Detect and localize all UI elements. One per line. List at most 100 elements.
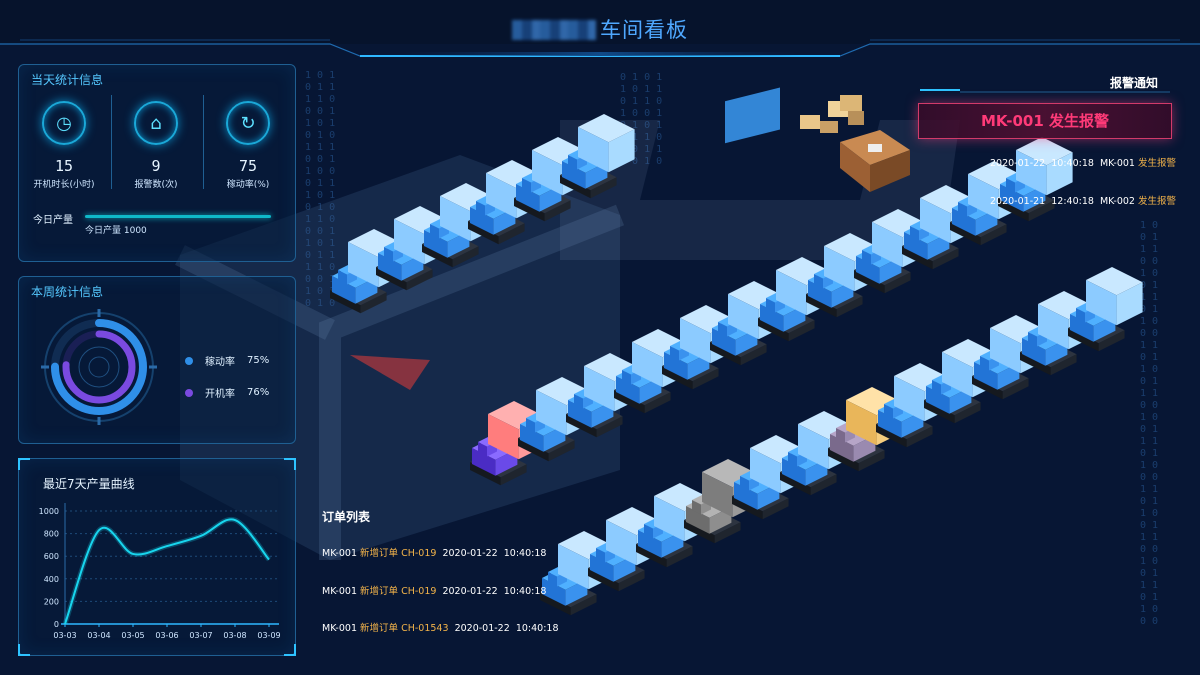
machine-body-side	[520, 424, 544, 452]
material-block-side	[536, 390, 567, 436]
machine-base-side	[518, 438, 549, 462]
week-stats-panel: 本周统计信息 稼动率 75% 开机率 76%	[18, 276, 296, 444]
binary-rain-mid: 0 1 0 1 1 0 1 1 0 1 1 0 1 0 0 1 0 1 0 1 …	[620, 72, 663, 167]
machine-base-side	[662, 366, 693, 390]
alarm-date: 2020-01-21	[990, 196, 1046, 207]
machine-head-side	[718, 322, 727, 337]
material-block-side	[488, 414, 519, 460]
production-label: 今日产量	[33, 215, 73, 226]
legend-utilization-value: 75%	[247, 355, 270, 366]
machine-base-side	[566, 414, 597, 438]
machine-base-front	[954, 402, 981, 424]
machine-base-side	[780, 472, 811, 496]
machine-head-side	[788, 452, 797, 467]
machine-base-front	[1002, 378, 1029, 400]
material-block-side	[1086, 280, 1117, 326]
order-machine: MK-001	[322, 548, 357, 559]
machine-base-side	[758, 318, 789, 342]
machine-base-side	[636, 544, 667, 568]
machine-body-side	[926, 386, 950, 414]
y-tick-label: 200	[44, 597, 59, 606]
panel-corner	[284, 458, 296, 470]
material-block-side	[776, 270, 807, 316]
stat-uptime-label: 开机时长(小时)	[33, 180, 95, 190]
machine-base-side	[684, 520, 715, 544]
machine-base-front	[644, 392, 671, 414]
machine-base-side	[514, 198, 545, 222]
machine-base-side	[710, 342, 741, 366]
machine-body-side	[378, 253, 402, 281]
week-ring-chart	[41, 309, 157, 425]
alarm-row[interactable]: 2020-01-21 12:40:18 MK-002 发生报警	[990, 193, 1176, 207]
machine-base-side	[1020, 352, 1051, 376]
material-block-side	[394, 219, 425, 265]
x-tick-label: 03-07	[189, 631, 212, 640]
machine-base-front	[570, 594, 597, 616]
alarm-row[interactable]: 2020-01-22 10:40:18 MK-001 发生报警	[990, 155, 1176, 169]
material-block-top	[1086, 267, 1143, 296]
alarm-time: 12:40:18	[1051, 196, 1094, 207]
machine-base-front	[714, 522, 741, 544]
machine-body-side	[568, 400, 592, 428]
binary-rain-right: 1 0 0 1 1 1 0 0 1 0 0 1 1 1 0 1 1 0 0 0 …	[1140, 220, 1159, 627]
material-block-side	[680, 318, 711, 364]
machine-base-front	[932, 248, 959, 270]
order-machine: MK-001	[322, 586, 357, 597]
machine-body-side	[590, 554, 614, 582]
material-block-side	[824, 246, 855, 292]
material-block-side	[750, 448, 781, 494]
machine-base-front	[618, 570, 645, 592]
order-row[interactable]: MK-001 新增订单 CH-019 2020-01-22 10:40:18	[322, 583, 546, 597]
machine-head-side	[430, 224, 439, 239]
uptime-ring	[62, 330, 136, 404]
machine-base-front	[1098, 330, 1125, 352]
material-block-front	[1116, 282, 1143, 326]
order-row[interactable]: MK-001 新增订单 CH-019 2020-01-22 10:40:18	[322, 545, 546, 559]
machine-body-side	[830, 434, 854, 462]
divider	[111, 95, 112, 189]
utilization-ring	[51, 319, 147, 415]
machine-body-side	[904, 232, 928, 260]
machine-base-front	[1050, 354, 1077, 376]
material-block-side	[632, 342, 663, 388]
machine-head-side	[932, 380, 941, 395]
machine-head-side	[568, 155, 577, 170]
material-block-side	[348, 242, 379, 288]
divider	[203, 95, 204, 189]
y-tick-label: 0	[54, 620, 59, 629]
machine-base-side	[972, 376, 1003, 400]
machine-base-side	[902, 246, 933, 270]
machine-head-side	[1028, 332, 1037, 347]
machine-head-side	[1006, 178, 1015, 193]
alarm-highlight-banner[interactable]: MK-001 发生报警	[918, 103, 1172, 139]
machine-body-side	[734, 482, 758, 510]
machine-base-side	[540, 592, 571, 616]
material-block-side	[968, 174, 999, 220]
production-value: 今日产量 1000	[85, 226, 147, 236]
machine-head-side	[814, 274, 823, 289]
machine-head-side	[884, 404, 893, 419]
machine-body-side	[470, 207, 494, 235]
machine-base-front	[452, 246, 479, 268]
refresh-icon: ↻	[226, 101, 270, 145]
binary-rain-left: 1 0 1 0 1 1 1 1 0 0 0 1 1 0 1 0 1 0 1 1 …	[305, 70, 336, 309]
machine-body-side	[712, 328, 736, 356]
alarm-date: 2020-01-22	[990, 158, 1046, 169]
machine-body-side	[952, 208, 976, 236]
machine-base-side	[330, 290, 361, 314]
legend-utilization-label: 稼动率	[205, 357, 235, 368]
legend-uptime-value: 76%	[247, 387, 270, 398]
alarm-status: 发生报警	[1138, 158, 1177, 169]
machine-base-side	[560, 175, 591, 199]
router-icon: ⌂	[134, 101, 178, 145]
alarms-title: 报警通知	[1110, 76, 1159, 90]
material-block-side	[872, 222, 903, 268]
order-row[interactable]: MK-001 新增订单 CH-01543 2020-01-22 10:40:18	[322, 620, 559, 634]
machine-body-side	[686, 506, 710, 534]
machine-head-side	[338, 270, 347, 285]
machine-body-side	[782, 458, 806, 486]
material-block-side	[440, 196, 471, 242]
machine-body-side	[542, 578, 566, 606]
machine-base-front	[548, 440, 575, 462]
